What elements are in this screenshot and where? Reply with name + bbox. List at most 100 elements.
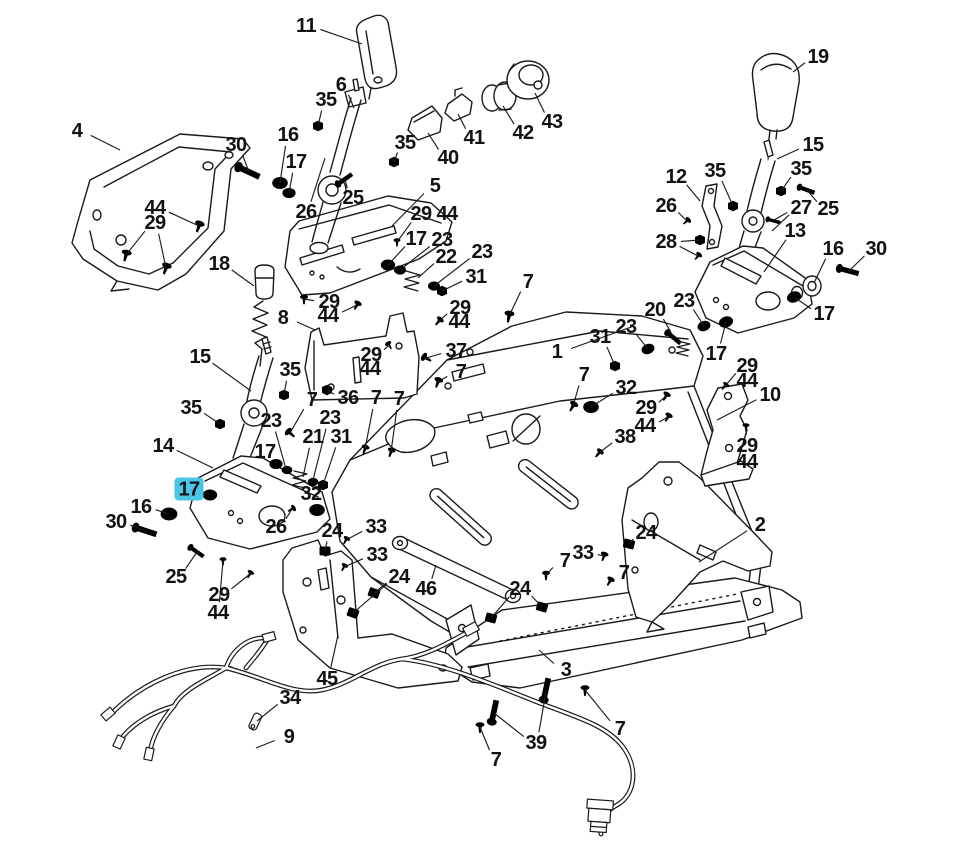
leader-line xyxy=(343,558,364,568)
leader-line xyxy=(296,321,316,331)
part-12-strap xyxy=(701,183,723,250)
leader-line xyxy=(310,157,326,202)
leader-line xyxy=(658,395,667,403)
leader-line xyxy=(320,28,363,45)
leader-line xyxy=(425,352,442,359)
leader-line xyxy=(158,233,167,269)
leader-line xyxy=(677,211,688,222)
leader-line xyxy=(848,255,865,272)
part-10-bracket xyxy=(700,383,754,487)
leader-line xyxy=(438,313,448,322)
leader-line xyxy=(636,334,649,350)
leader-line xyxy=(441,280,463,292)
part-40-switch xyxy=(407,105,443,141)
leader-line xyxy=(155,509,170,515)
leader-line xyxy=(538,649,555,664)
leader-line xyxy=(571,325,635,350)
leader-line xyxy=(345,530,363,541)
leader-line xyxy=(130,524,147,532)
leader-line xyxy=(274,431,287,470)
leader-line xyxy=(721,180,734,207)
leader-line xyxy=(330,634,339,669)
leader-line xyxy=(433,257,471,287)
part-46-link-bar xyxy=(391,535,522,604)
leader-line xyxy=(724,373,737,387)
leader-line xyxy=(628,538,634,545)
leader-line xyxy=(288,172,294,194)
part-18-knob-and-spring xyxy=(251,264,275,367)
part-8-support-bracket xyxy=(304,312,420,401)
leader-line xyxy=(341,304,358,313)
leader-line xyxy=(391,193,425,227)
part-41-switch xyxy=(444,87,473,122)
leader-lines xyxy=(90,28,865,751)
leader-line xyxy=(597,554,605,557)
leader-line xyxy=(317,110,323,127)
leader-line xyxy=(490,596,510,619)
leader-line xyxy=(203,412,221,425)
leader-line xyxy=(662,318,675,339)
leader-line xyxy=(203,491,211,496)
harness-plug xyxy=(586,798,614,834)
part-15-lever-left xyxy=(230,336,274,471)
leader-line xyxy=(302,447,310,478)
leader-line xyxy=(776,148,800,160)
harness-connectors xyxy=(100,621,614,834)
leader-line xyxy=(218,560,224,603)
leader-line xyxy=(813,258,827,284)
leader-line xyxy=(572,385,580,407)
leader-line xyxy=(584,689,611,722)
leader-line xyxy=(457,113,467,130)
leader-line xyxy=(780,176,792,192)
leader-line xyxy=(285,508,293,520)
leader-line xyxy=(716,399,757,421)
leader-line xyxy=(125,230,146,256)
leader-line xyxy=(322,447,337,486)
leader-line xyxy=(347,94,355,109)
leader-line xyxy=(534,92,545,113)
leader-line xyxy=(344,178,348,189)
part-45-bracket-left xyxy=(282,539,463,689)
leader-line xyxy=(326,389,335,395)
leader-line xyxy=(289,408,305,434)
leader-line xyxy=(508,291,522,317)
part-2-bracket-right xyxy=(621,461,773,633)
leader-line xyxy=(387,246,406,266)
leader-line xyxy=(431,564,437,579)
leader-line xyxy=(545,567,554,576)
leader-line xyxy=(680,239,701,242)
part-13-console-right xyxy=(694,245,813,334)
leader-line xyxy=(692,309,705,327)
leader-line xyxy=(324,541,328,552)
part-4-bracket-top-left xyxy=(71,133,251,292)
part-5-console-panel xyxy=(284,195,453,296)
leader-line xyxy=(352,583,388,614)
leader-line xyxy=(437,375,448,383)
leader-line xyxy=(212,362,252,392)
leader-line xyxy=(606,346,616,367)
part-11-handle xyxy=(355,14,398,100)
leader-line xyxy=(763,239,787,273)
leader-line xyxy=(168,211,200,227)
leader-line xyxy=(393,152,399,163)
leader-line xyxy=(427,132,440,150)
leader-line xyxy=(698,530,748,563)
leader-line xyxy=(658,416,669,423)
leader-line xyxy=(719,321,727,344)
leader-line xyxy=(773,211,788,221)
leader-line xyxy=(502,105,515,125)
leader-line xyxy=(303,298,315,302)
leader-line xyxy=(283,380,288,396)
part-14-console-left xyxy=(189,455,331,550)
leader-line xyxy=(399,245,431,271)
leader-line xyxy=(176,449,214,469)
leader-line xyxy=(90,134,121,151)
leader-line xyxy=(312,428,327,481)
leader-line xyxy=(531,595,543,608)
leader-line xyxy=(274,459,277,465)
leader-line xyxy=(493,712,525,738)
leader-line xyxy=(373,582,387,594)
leader-line xyxy=(231,573,251,590)
